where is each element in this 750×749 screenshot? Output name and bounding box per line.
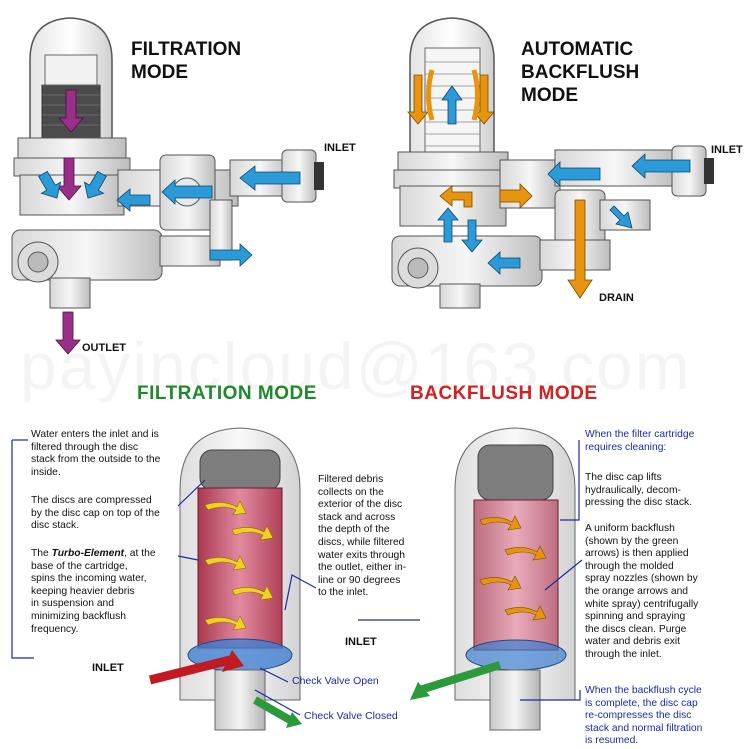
backflush-note-when: When the filter cartridge requires clean… [585, 429, 745, 454]
bottom-inlet-label-left: INLET [92, 662, 124, 674]
note-line: exterior of the disc [318, 499, 403, 511]
backflush-mode-title: AUTOMATIC BACKFLUSH MODE [521, 38, 750, 107]
note-line: is complete, the disc cap [585, 697, 698, 709]
turbo-prefix: The [31, 548, 52, 559]
note-line: frequency. [31, 623, 79, 635]
note-line: to the inlet. [318, 587, 369, 599]
note-line: the depth of the [318, 524, 390, 536]
check-valve-open-label: Check Valve Open [292, 675, 379, 687]
drain-label: DRAIN [599, 292, 634, 304]
inlet-label-left: INLET [324, 142, 356, 154]
watermark: payincloud@163.com [20, 329, 692, 403]
bottom-inlet-label-right: INLET [345, 636, 377, 648]
note-line: the discs clean. Purge [585, 623, 687, 635]
note-line: A uniform backflush [585, 523, 675, 534]
inlet-label-right: INLET [711, 144, 743, 156]
note-line: collects on the [318, 486, 384, 498]
filtration-heading: FILTRATION MODE [137, 383, 317, 404]
backflush-orange-arrows [407, 69, 593, 299]
note-line: stack and normal filtration [585, 722, 703, 734]
note-line: filtered through the disc [31, 441, 139, 453]
note-line: keeping heavier debris [31, 585, 135, 597]
filtration-mode-title: FILTRATION MODE [131, 38, 241, 84]
turbo-first-line: The Turbo-Element, at the [31, 548, 191, 561]
turbo-name: Turbo-Element [51, 548, 125, 559]
note-line: pressing the disc stack. [585, 497, 693, 509]
backflush-spray-arrows [479, 515, 547, 621]
backflush-heading: BACKFLUSH MODE [410, 383, 598, 404]
turbo-suffix: , at the [124, 548, 156, 559]
note-line: spray nozzles (shown by [585, 573, 698, 585]
note-line: (shown by the green [585, 535, 679, 547]
filtration-note-debris: Filtered debris collects on the exterior… [318, 474, 438, 600]
backflush-title-line2: MODE [521, 85, 578, 106]
note-line: re-compresses the disc [585, 710, 692, 722]
backflush-note-complete: When the backflush cycle is complete, th… [585, 685, 747, 749]
note-line: inside. [31, 466, 61, 478]
note-line: spinning and spraying [585, 611, 686, 623]
backflush-blue-arrows [437, 85, 691, 275]
filtration-note-inlet: Water enters the inlet and is filtered t… [31, 429, 191, 479]
note-line: hydraulically, decom- [585, 484, 681, 496]
check-valve-closed-label: Check Valve Closed [304, 710, 398, 722]
note-line: the outlet, either in- [318, 562, 407, 574]
filtration-blue-arrows [38, 165, 301, 267]
backflush-note-uniform: A uniform backflush (shown by the green … [585, 523, 747, 662]
note-line: minimizing backflush [31, 610, 126, 622]
note-line: The discs are compressed [31, 495, 152, 506]
note-line: the orange arrows and [585, 585, 689, 597]
note-line: discs, while filtered [318, 536, 405, 548]
note-line: water and debris exit [585, 636, 681, 648]
note-line: is resumed. [585, 735, 639, 747]
backflush-filter-body [391, 17, 714, 309]
filtration-purple-arrows [55, 89, 84, 355]
note-line: The disc cap lifts [585, 472, 662, 483]
backflush-note-disc-cap: The disc cap lifts hydraulically, decom-… [585, 472, 745, 510]
outlet-label: OUTLET [82, 342, 126, 354]
filtration-note-turbo: The Turbo-Element, at the base of the ca… [31, 548, 191, 636]
note-line: water exits through [318, 549, 405, 561]
filtration-title-line2: MODE [131, 62, 188, 83]
note-line: Filtered debris [318, 474, 384, 485]
note-line: disc stack. [31, 520, 80, 532]
backflush-title-line1: AUTOMATIC BACKFLUSH [521, 39, 640, 83]
note-line: requires cleaning: [585, 441, 667, 453]
note-line: Water enters the inlet and is [31, 429, 159, 440]
note-line: in suspension and [31, 598, 115, 610]
note-line: base of the cartridge, [31, 560, 128, 572]
note-line: spins the incoming water, [31, 573, 147, 585]
filtration-title-line1: FILTRATION [131, 39, 242, 60]
note-line: by the disc cap on top of the [31, 507, 160, 519]
filtration-yellow-arrows [204, 500, 274, 631]
note-line: through the molded [585, 560, 674, 572]
note-line: When the filter cartridge [585, 429, 695, 440]
note-line: line or 90 degrees [318, 574, 401, 586]
note-line: stack from the outside to the [31, 454, 161, 466]
note-line: arrows) is then applied [585, 548, 689, 560]
top-diagrams [11, 17, 714, 355]
note-line: through the inlet. [585, 648, 662, 660]
filtration-note-discs: The discs are compressed by the disc cap… [31, 495, 191, 533]
note-line: When the backflush cycle [585, 685, 702, 696]
note-line: white spray) centrifugally [585, 598, 699, 610]
note-line: stack and across [318, 511, 396, 523]
